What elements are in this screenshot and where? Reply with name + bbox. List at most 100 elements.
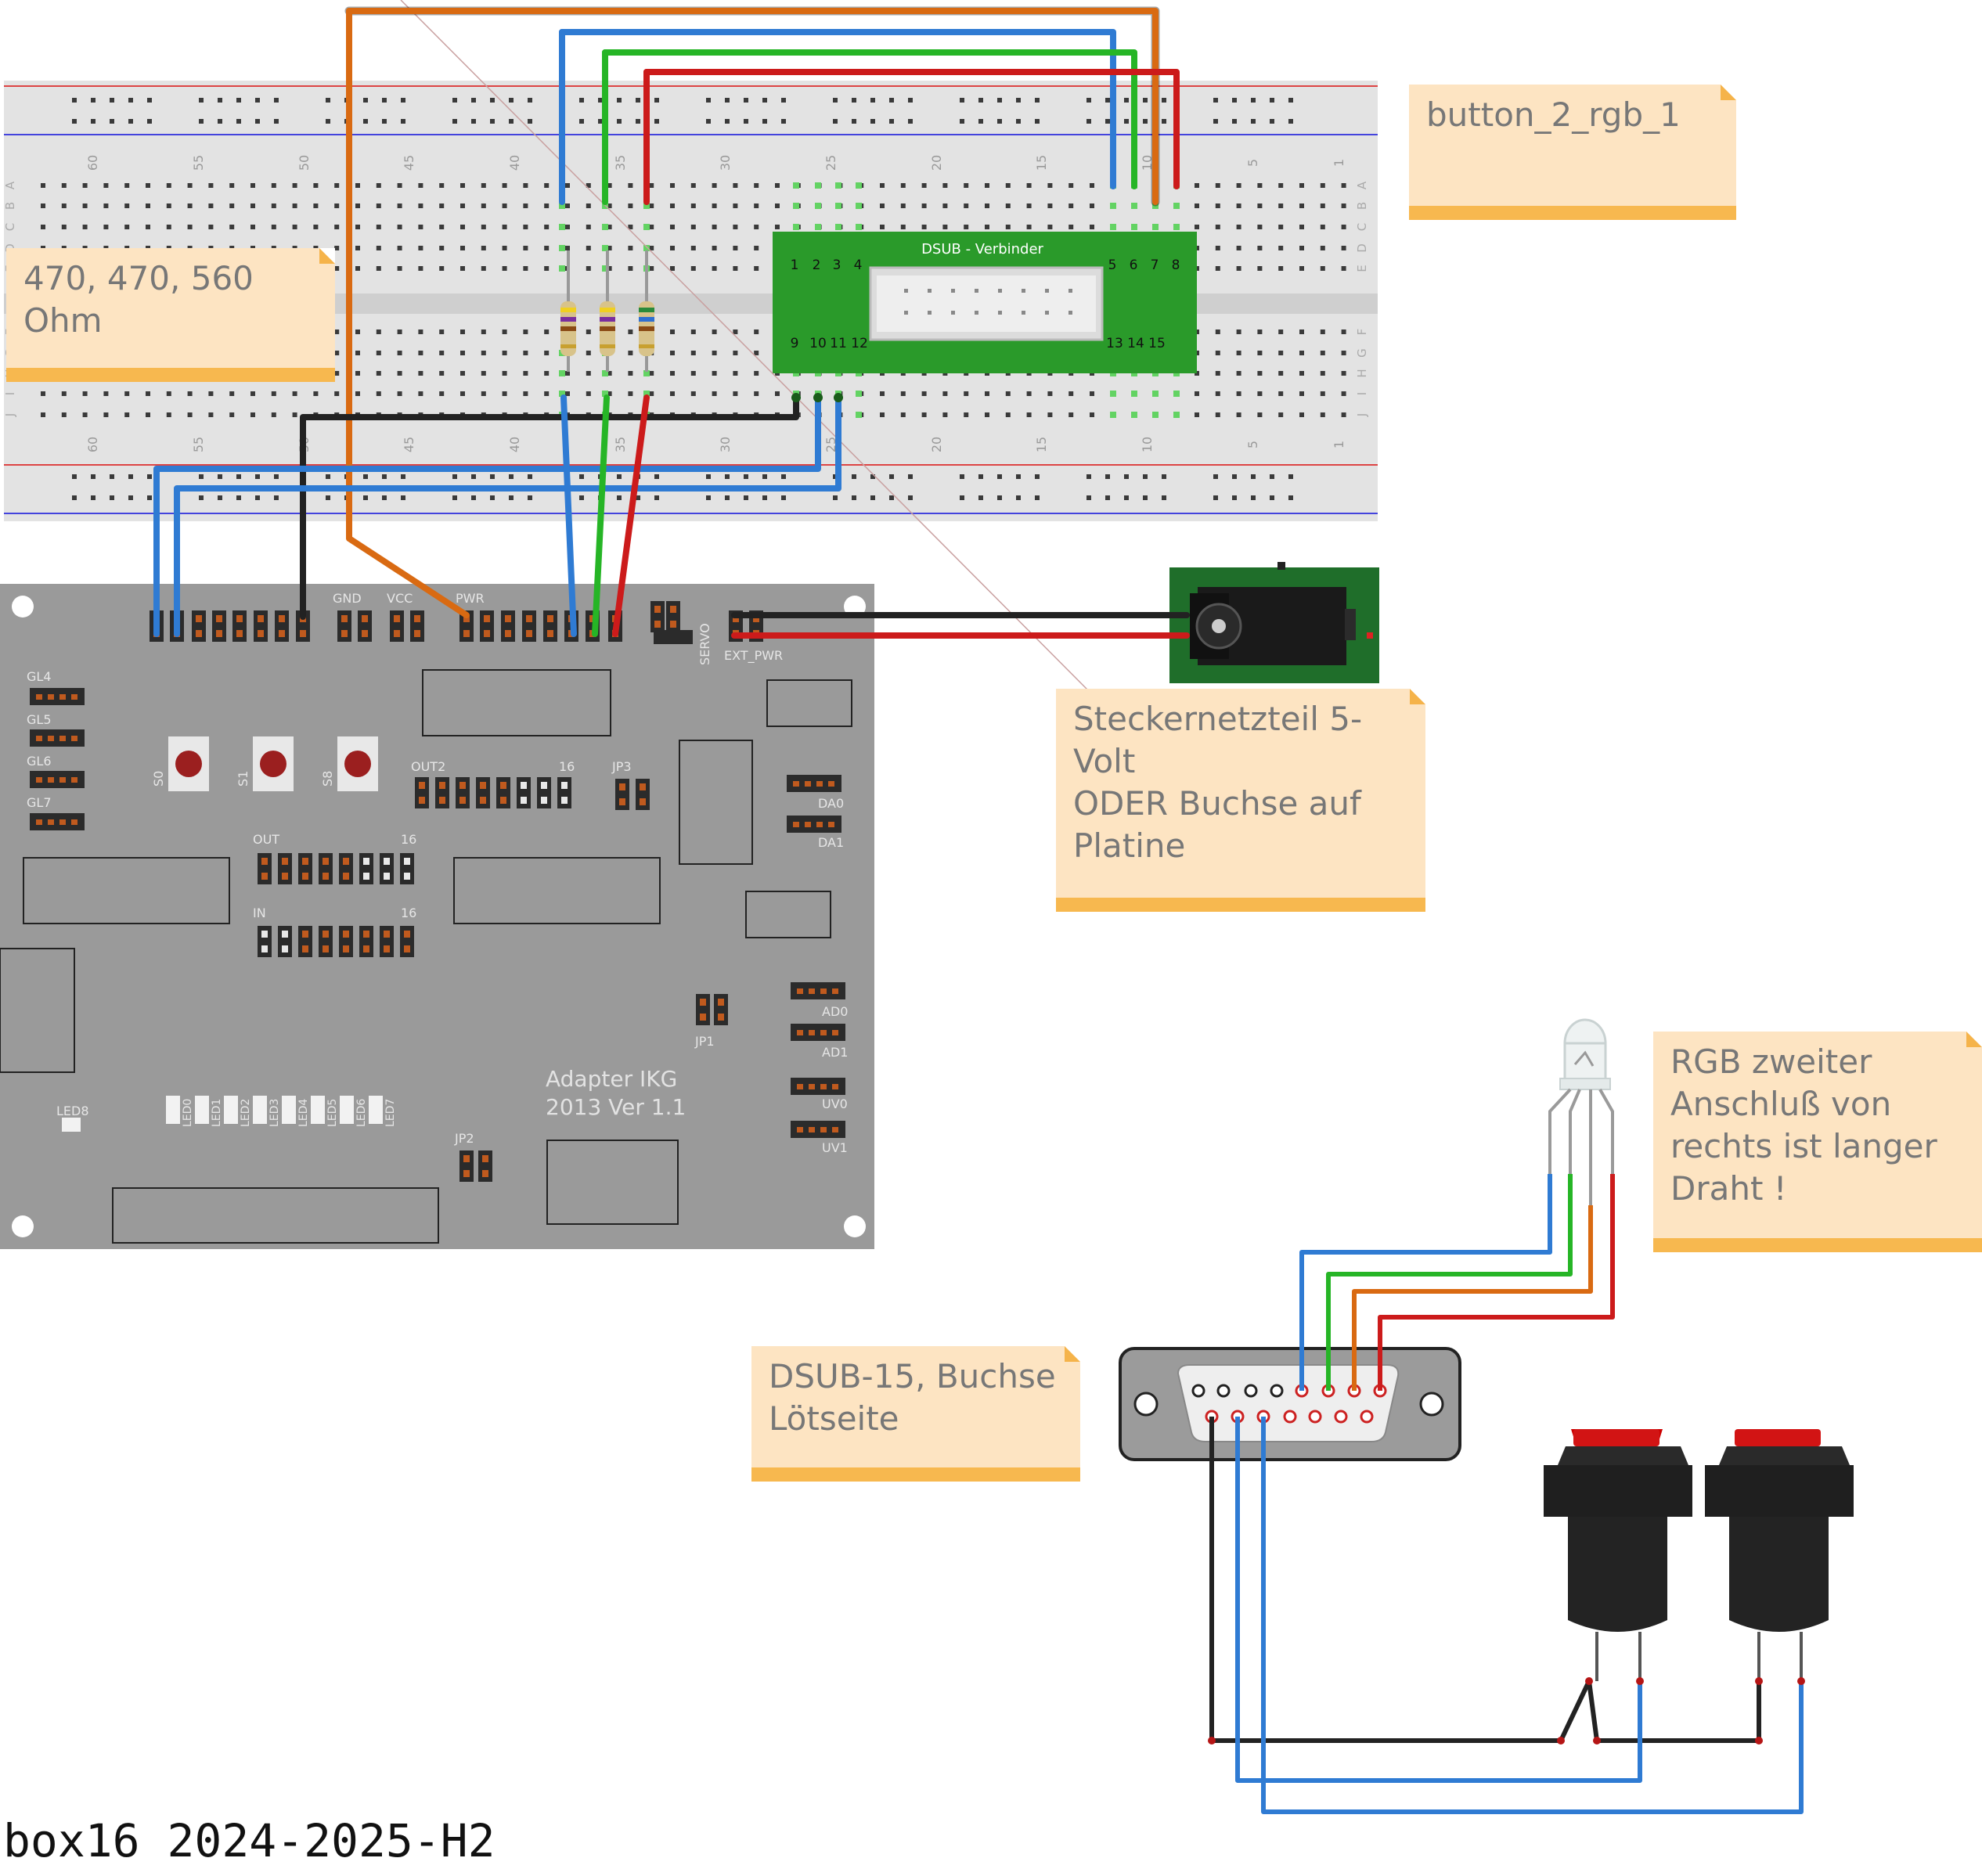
- dsub15-pin-top-2: [1216, 1384, 1231, 1398]
- column-number-15-top: 15: [1034, 155, 1049, 171]
- note-dsub15: DSUB-15, Buchse Lötseite: [751, 1346, 1080, 1482]
- label-in: IN: [253, 906, 266, 920]
- button-s8[interactable]: [337, 736, 378, 791]
- wire-rgb-orange: [1352, 1205, 1593, 1391]
- board-led-label-0: LED0: [182, 1099, 194, 1127]
- column-number-60-bottom: 60: [85, 437, 100, 452]
- wire-blue-board-1: [153, 394, 821, 637]
- dsub-verbinder-title: DSUB - Verbinder: [921, 241, 1043, 257]
- row-letter-B-right: B: [1355, 202, 1369, 210]
- board-led-2: [224, 1096, 238, 1124]
- label-gnd: GND: [333, 591, 362, 606]
- column-number-20-bottom: 20: [929, 437, 944, 452]
- row-letter-C-right: C: [1355, 223, 1369, 231]
- column-number-50-top: 50: [297, 155, 312, 171]
- column-number-45-top: 45: [402, 155, 416, 171]
- row-letter-B-left: B: [3, 202, 17, 210]
- label-s0: S0: [151, 771, 166, 787]
- wire-joints: [1208, 1677, 1805, 1745]
- column-number-20-top: 20: [929, 155, 944, 171]
- board-led-0: [166, 1096, 180, 1124]
- column-number-45-bottom: 45: [402, 437, 416, 452]
- column-number-15-bottom: 15: [1034, 437, 1049, 452]
- resistor-3: [639, 250, 654, 372]
- label-servo: SERVO: [697, 623, 712, 665]
- label-ad1: AD1: [822, 1045, 848, 1060]
- label-gl4: GL4: [27, 669, 52, 684]
- row-letter-I-right: I: [1355, 392, 1369, 395]
- dsub-pin-label-2: 2: [813, 257, 821, 273]
- push-button-1[interactable]: [1544, 1429, 1692, 1681]
- diagram-caption: box16 2024-2025-H2: [3, 1814, 496, 1867]
- column-number-55-top: 55: [191, 155, 206, 171]
- row-letter-E-right: E: [1355, 265, 1369, 272]
- column-number-60-top: 60: [85, 155, 100, 171]
- label-out2-16: 16: [559, 759, 575, 774]
- board-led-label-4: LED4: [297, 1099, 310, 1127]
- wire-endpoints: [791, 393, 843, 402]
- button-s1[interactable]: [253, 736, 294, 791]
- wire-red-top: [643, 69, 1180, 189]
- breadboard-column-numbers: 6060555550504545404035353030252520201515…: [85, 155, 1346, 452]
- button-s0[interactable]: [168, 736, 209, 791]
- dc-power-jack[interactable]: [1169, 562, 1379, 683]
- wire-red-resistor: [612, 394, 650, 637]
- row-letter-A-left: A: [3, 181, 17, 189]
- push-button-2[interactable]: [1705, 1429, 1854, 1681]
- dsub-pin-label-15: 15: [1148, 336, 1166, 351]
- label-da1: DA1: [818, 835, 844, 850]
- resistors: [560, 250, 654, 372]
- board-led-7: [369, 1096, 383, 1124]
- wire-blue-board-2: [174, 394, 841, 637]
- note-dsub15-text: DSUB-15, Buchse Lötseite: [769, 1357, 1056, 1438]
- column-number-1-bottom: 1: [1332, 441, 1346, 448]
- wire-black-gnd: [300, 394, 799, 620]
- board-led-label-7: LED7: [384, 1099, 397, 1127]
- dsub-pin-label-8: 8: [1172, 257, 1180, 273]
- dsub15-pin-bottom-12: [1283, 1410, 1297, 1424]
- wire-rgb-green: [1326, 1174, 1573, 1391]
- label-vcc: VCC: [387, 591, 413, 606]
- column-number-55-bottom: 55: [191, 437, 206, 452]
- label-uv0: UV0: [822, 1096, 848, 1111]
- note-power-text: Steckernetzteil 5-Volt ODER Buchse auf P…: [1073, 700, 1363, 865]
- column-number-5-top: 5: [1245, 159, 1260, 167]
- dsub-pin-label-13: 13: [1106, 336, 1123, 351]
- board-led-5: [311, 1096, 325, 1124]
- dsub-pin-label-9: 9: [791, 336, 799, 351]
- note-rgb: RGB zweiter Anschluß von rechts ist lang…: [1653, 1032, 1982, 1252]
- label-gl7: GL7: [27, 795, 52, 810]
- column-number-10-bottom: 10: [1140, 437, 1155, 452]
- column-number-10-top: 10: [1140, 155, 1155, 171]
- row-letter-F-right: F: [1355, 329, 1369, 336]
- row-letter-I-left: I: [3, 392, 17, 395]
- column-number-1-top: 1: [1332, 159, 1346, 167]
- row-letter-D-right: D: [1355, 243, 1369, 253]
- dsub15-pin-top-1: [1191, 1384, 1205, 1398]
- label-s1: S1: [236, 771, 250, 787]
- label-in-16: 16: [401, 906, 416, 920]
- dsub-pin-label-7: 7: [1151, 257, 1159, 273]
- resistor-2: [600, 250, 615, 372]
- wire-rgb-red: [1378, 1174, 1615, 1391]
- board-led-label-1: LED1: [211, 1099, 223, 1127]
- label-pwr: PWR: [456, 591, 485, 606]
- dsub15-socket[interactable]: [1119, 1347, 1461, 1461]
- board-led-label-3: LED3: [268, 1099, 281, 1127]
- label-s8: S8: [320, 771, 335, 787]
- label-jp1: JP1: [694, 1034, 715, 1049]
- resistor-1: [560, 250, 576, 372]
- rgb-led: [1548, 1018, 1614, 1205]
- dsub-pin-label-3: 3: [833, 257, 841, 273]
- led8: [62, 1118, 81, 1132]
- dsub-pin-label-6: 6: [1130, 257, 1138, 273]
- column-number-25-bottom: 25: [823, 437, 838, 452]
- label-ext-pwr: EXT_PWR: [724, 648, 783, 664]
- column-number-35-top: 35: [613, 155, 628, 171]
- row-letter-C-left: C: [3, 223, 17, 231]
- row-letter-G-right: G: [1355, 348, 1369, 358]
- dsub-pin-label-14: 14: [1127, 336, 1144, 351]
